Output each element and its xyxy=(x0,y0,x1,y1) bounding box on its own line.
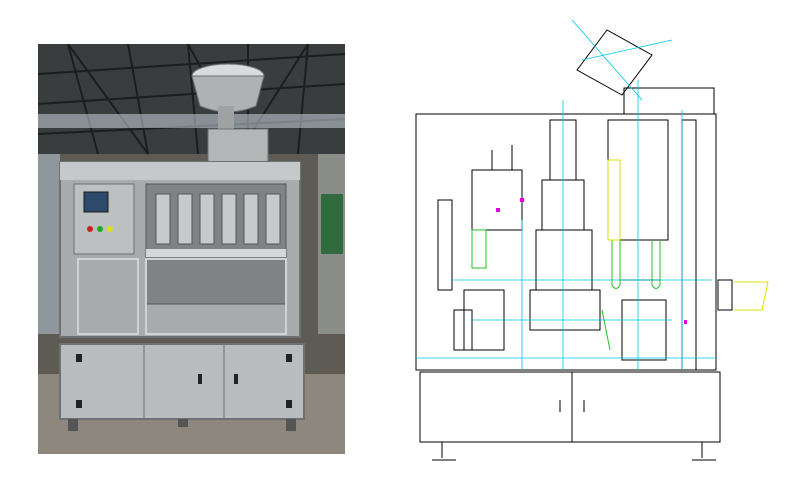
roof-window xyxy=(38,114,345,128)
machine-photo-image xyxy=(38,44,345,454)
panel-button-yellow xyxy=(107,226,113,232)
cabinet-hinges xyxy=(76,354,292,408)
drawing-magenta-marks xyxy=(496,198,687,324)
touch-screen xyxy=(83,191,109,213)
green-equipment xyxy=(321,194,343,254)
cabinet-doors xyxy=(143,344,225,419)
drawing-outline xyxy=(415,29,733,461)
machine-feet xyxy=(68,419,296,431)
drawing-centerlines xyxy=(416,20,716,370)
drawing-green-parts xyxy=(471,229,661,351)
panel-button-green xyxy=(97,226,103,232)
machine-photo xyxy=(38,44,345,454)
panel-button-red xyxy=(87,226,93,232)
guard-windows xyxy=(77,258,287,335)
frame-top-bar xyxy=(60,162,300,180)
left-wall xyxy=(38,154,60,334)
base-cabinet xyxy=(59,343,305,420)
filling-valves xyxy=(155,193,281,245)
factory-roof xyxy=(38,44,345,154)
drawing-yellow-parts xyxy=(607,159,769,311)
star-wheel xyxy=(146,249,286,257)
machine-drawing-image xyxy=(415,20,769,461)
machine-drawing xyxy=(412,20,772,480)
